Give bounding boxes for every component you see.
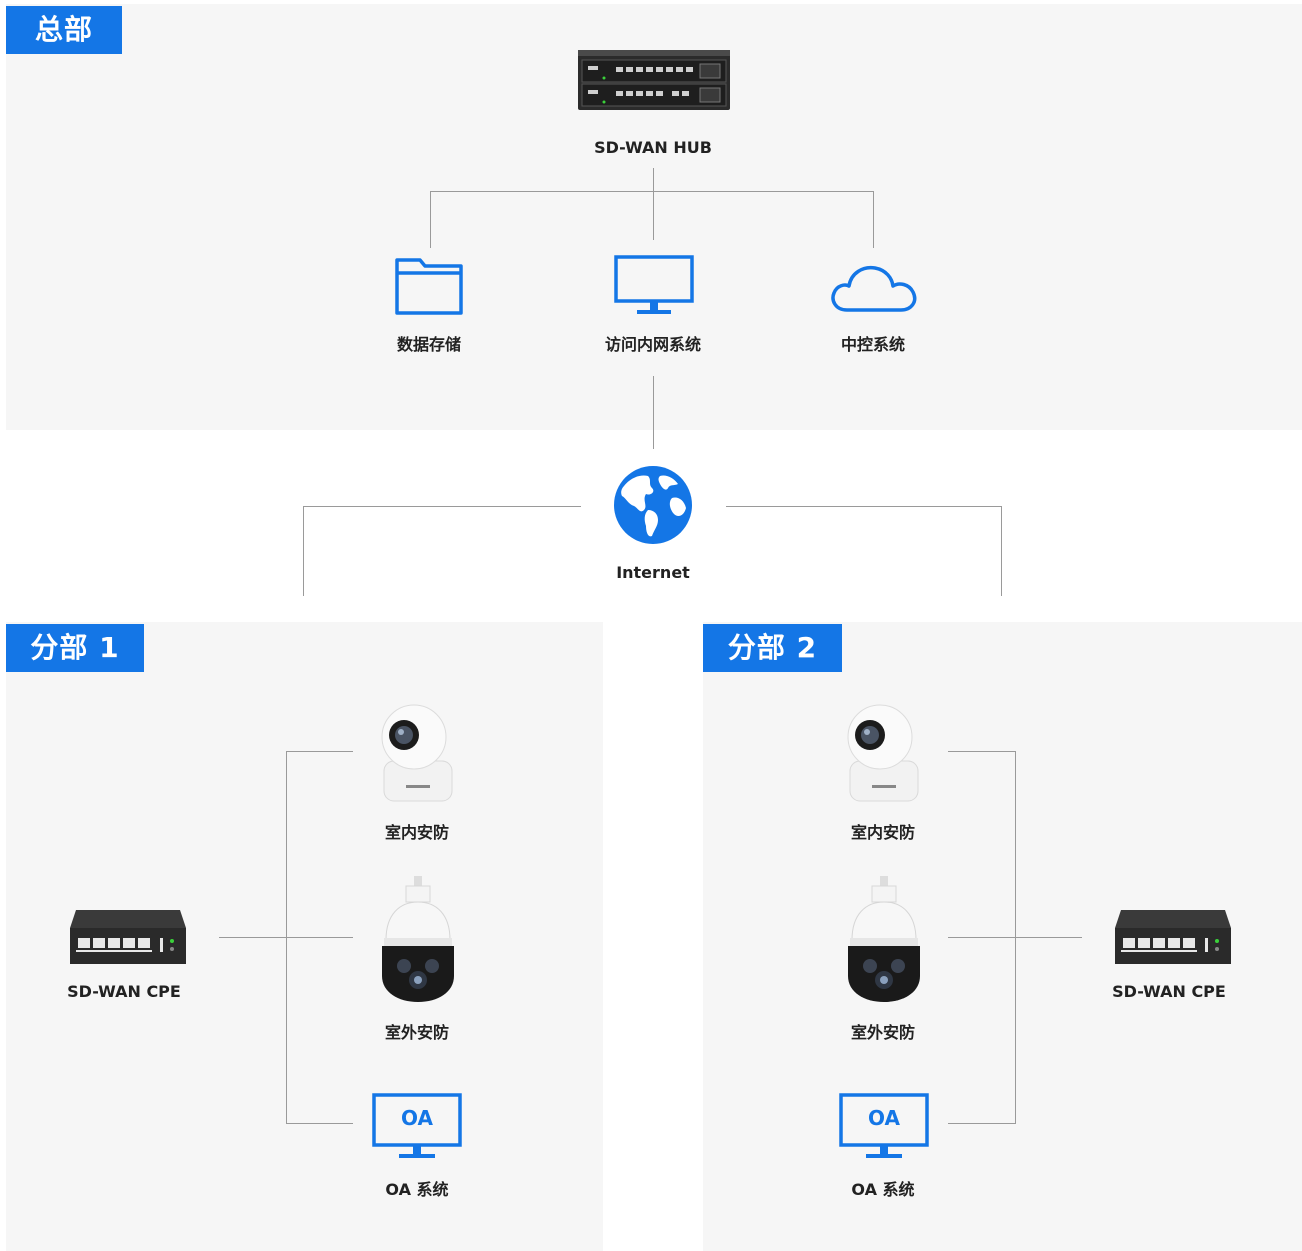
hq-tag: 总部 (6, 6, 122, 54)
hub-down-line (653, 168, 654, 240)
internet-right-drop (1001, 506, 1002, 596)
hub-label: SD-WAN HUB (594, 138, 712, 157)
b1-device-label-oa: OA 系统 (385, 1180, 449, 1199)
branch2-tag: 分部 2 (703, 624, 842, 672)
b1-bottom-line (286, 1123, 353, 1124)
oa-monitor-icon: OA (371, 1092, 463, 1162)
indoor-camera-icon (847, 704, 919, 802)
b2-vertical (1015, 751, 1016, 1124)
service-label-storage: 数据存储 (396, 335, 461, 354)
hq-internet-line (653, 376, 654, 449)
b1-cpe-label: SD-WAN CPE (67, 982, 181, 1001)
b2-bottom-line (948, 1123, 1015, 1124)
hq-right-drop (873, 191, 874, 248)
indoor-camera-icon (381, 704, 453, 802)
b2-device-label-oa: OA 系统 (851, 1180, 915, 1199)
b2-cpe-label: SD-WAN CPE (1112, 982, 1226, 1001)
cpe-switch-icon (1115, 910, 1231, 964)
hub-router-icon (578, 50, 730, 110)
oa-monitor-icon: OA (838, 1092, 930, 1162)
cpe-switch-icon (70, 910, 186, 964)
oa-screen-text: OA (401, 1106, 433, 1130)
monitor-icon (614, 255, 694, 314)
globe-icon (614, 466, 692, 544)
cloud-icon (831, 265, 917, 312)
internet-right-line (726, 506, 1002, 507)
folder-icon (395, 258, 463, 315)
b2-device-label-indoor: 室内安防 (850, 823, 915, 842)
service-label-intranet: 访问内网系统 (604, 335, 701, 354)
service-label-control: 中控系统 (840, 335, 905, 354)
b1-device-label-indoor: 室内安防 (384, 823, 449, 842)
b1-vertical (286, 751, 287, 1124)
oa-screen-text: OA (868, 1106, 900, 1130)
b2-device-label-outdoor: 室外安防 (850, 1023, 915, 1042)
b1-top-line (286, 751, 353, 752)
hq-left-drop (430, 191, 431, 248)
branch1-tag: 分部 1 (6, 624, 144, 672)
b2-top-line (948, 751, 1015, 752)
internet-label: Internet (616, 563, 690, 582)
hq-branch-line (430, 191, 874, 192)
outdoor-dome-camera-icon (382, 876, 454, 1002)
internet-left-drop (303, 506, 304, 596)
outdoor-dome-camera-icon (848, 876, 920, 1002)
internet-left-line (303, 506, 581, 507)
b1-device-label-outdoor: 室外安防 (384, 1023, 449, 1042)
